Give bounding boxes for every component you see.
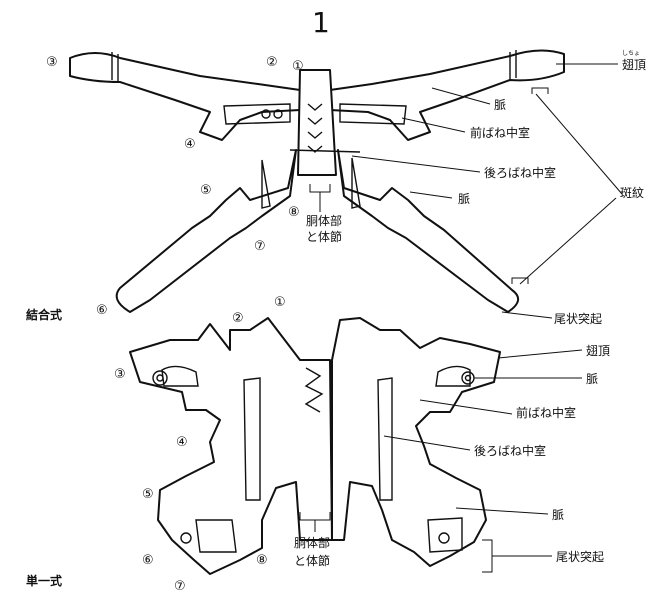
upper-wing-tip-label: 翅頂	[622, 58, 646, 72]
upper-spots-label: 斑紋	[620, 186, 644, 200]
upper-number-4: ④	[184, 138, 196, 152]
upper-body-label-2: と体節	[306, 230, 342, 244]
upper-body-label-1: 胴体部	[306, 214, 342, 228]
upper-number-7: ⑦	[254, 240, 266, 254]
upper-kite-drawing	[70, 50, 622, 318]
upper-number-5: ⑤	[200, 184, 212, 198]
lower-right-half	[332, 318, 500, 566]
upper-left-hindwing	[117, 150, 296, 312]
lower-type-label: 単一式	[26, 572, 62, 589]
lower-number-5: ⑤	[142, 488, 154, 502]
upper-tail-label: 尾状突起	[554, 312, 602, 326]
lower-forewing-cell-label: 前ばね中室	[516, 406, 576, 420]
lower-number-7: ⑦	[174, 580, 186, 594]
upper-number-1: ①	[292, 60, 304, 74]
lower-hindwing-cell-label: 後ろばね中室	[474, 444, 546, 458]
upper-wing-tip-ruby: しちょ	[622, 51, 640, 57]
lower-number-8: ⑧	[256, 554, 268, 568]
lower-number-4: ④	[176, 436, 188, 450]
lower-vein-label: 脈	[586, 372, 598, 386]
upper-forewing-cell-label: 前ばね中室	[470, 126, 530, 140]
figure-number: 1	[312, 8, 330, 38]
upper-hindwing-cell-label: 後ろばね中室	[484, 166, 556, 180]
upper-number-2: ②	[266, 56, 278, 70]
lower-number-1: ①	[274, 296, 286, 310]
lower-wing-tip-label: 翅頂	[586, 344, 610, 358]
upper-number-6: ⑥	[96, 304, 108, 318]
lower-tail-label: 尾状突起	[556, 550, 604, 564]
upper-number-3: ③	[46, 56, 58, 70]
upper-type-label: 結合式	[26, 306, 62, 323]
lower-number-2: ②	[232, 312, 244, 326]
lower-vein2-label: 脈	[552, 508, 564, 522]
upper-number-8: ⑧	[288, 206, 300, 220]
lower-number-6: ⑥	[142, 554, 154, 568]
lower-body-label-1: 胴体部	[294, 536, 330, 550]
lower-body-label-2: と体節	[294, 554, 330, 568]
upper-vein2-label: 脈	[458, 192, 470, 206]
lower-number-3: ③	[114, 368, 126, 382]
upper-vein-label: 脈	[494, 98, 506, 112]
